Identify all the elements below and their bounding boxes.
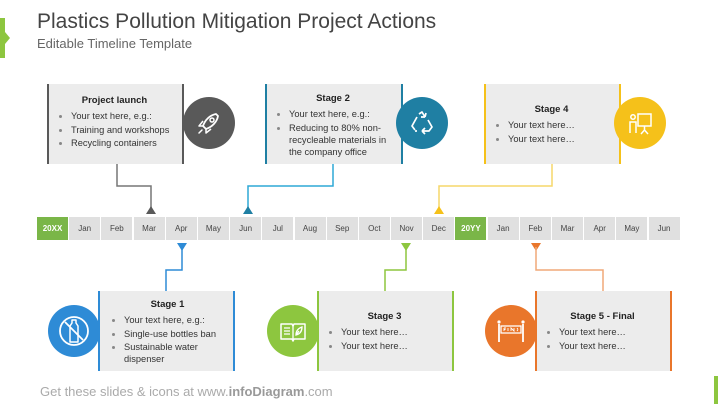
- stage-item: Your text here, e.g.:: [71, 110, 174, 124]
- stage-icon-circle-stage-4: [614, 97, 666, 149]
- timeline-month-cell: May: [197, 217, 229, 240]
- stage-item: Your text here…: [559, 340, 662, 354]
- timeline-month-cell: Mar: [552, 217, 583, 240]
- accent-bar-left: [0, 18, 10, 58]
- timeline-month-cell: Dec: [423, 217, 455, 240]
- stage-item: Your text here…: [508, 133, 611, 147]
- stage-title: Stage 5 - Final: [570, 311, 635, 322]
- timeline-bar: 20XX Jan Feb Mar Apr May Jun Jul Aug Sep…: [37, 217, 681, 240]
- slide-title: Plastics Pollution Mitigation Project Ac…: [37, 10, 437, 33]
- timeline-month-cell: Apr: [584, 217, 616, 240]
- recycle-icon: [411, 111, 433, 135]
- stage-card-stage-4: Stage 4 Your text here… Your text here…: [484, 84, 621, 164]
- timeline-month-cell: Nov: [391, 217, 423, 240]
- stage-item: Your text here…: [508, 119, 611, 133]
- stage-title: Stage 2: [316, 93, 350, 104]
- stage-item: Single-use bottles ban: [124, 328, 227, 342]
- stage-icon-circle-stage-3: [267, 305, 319, 357]
- timeline-month-cell: May: [616, 217, 648, 240]
- timeline-month-cell: Jul: [262, 217, 294, 240]
- timeline-year-cell: 20XX: [37, 217, 68, 240]
- stage-item: Your text here, e.g.:: [289, 108, 393, 122]
- timeline-month-cell: Sep: [326, 217, 358, 240]
- stage-icon-circle-stage-2: [396, 97, 448, 149]
- stage-item: Recycling containers: [71, 137, 174, 151]
- connector-stage-5: [535, 247, 604, 291]
- stage-icon-circle-project-launch: [183, 97, 235, 149]
- connector-project-launch: [116, 164, 152, 210]
- stage-card-stage-1: Stage 1 Your text here, e.g.: Single-use…: [98, 291, 235, 371]
- footer-credit: Get these slides & icons at www.infoDiag…: [40, 384, 333, 399]
- timeline-month-cell: Jun: [648, 217, 680, 240]
- timeline-month-cell: Jan: [69, 217, 101, 240]
- pointer-project-launch: [146, 206, 156, 214]
- connector-stage-3: [384, 247, 407, 291]
- connector-stage-1: [165, 247, 183, 291]
- stage-item: Sustainable water dispenser: [124, 341, 227, 365]
- finish-line-icon: [497, 320, 525, 342]
- footer-prefix: Get these slides & icons at www.: [40, 384, 229, 399]
- stage-title: Stage 3: [367, 311, 402, 322]
- stage-item: Your text here…: [559, 326, 662, 340]
- stage-card-project-launch: Project launch Your text here, e.g.: Tra…: [47, 84, 184, 164]
- stage-icon-circle-stage-5: [485, 305, 537, 357]
- timeline-month-cell: Apr: [165, 217, 197, 240]
- accent-bar-right: [714, 376, 718, 404]
- timeline-month-cell: Jan: [487, 217, 519, 240]
- presentation-icon: [629, 113, 652, 135]
- pointer-stage-4: [434, 206, 444, 214]
- timeline-month-cell: Mar: [133, 217, 165, 240]
- footer-brand: infoDiagram: [228, 384, 305, 399]
- timeline-month-cell: Feb: [519, 217, 551, 240]
- stage-item: Reducing to 80% non-recycleable material…: [289, 122, 393, 158]
- slide-subtitle: Editable Timeline Template: [37, 36, 193, 51]
- book-leaf-icon: [280, 323, 306, 342]
- stage-title: Stage 1: [150, 299, 185, 310]
- stage-card-stage-3: Stage 3 Your text here… Your text here…: [317, 291, 454, 371]
- stage-title: Project launch: [81, 95, 148, 106]
- timeline-month-cell: Jun: [230, 217, 262, 240]
- stage-icon-circle-stage-1: [48, 305, 100, 357]
- timeline-year-cell: 20YY: [455, 217, 487, 240]
- footer-suffix: .com: [304, 384, 333, 399]
- connector-stage-4: [438, 164, 553, 210]
- stage-card-stage-5: Stage 5 - Final Your text here… Your tex…: [535, 291, 672, 371]
- timeline-month-cell: Aug: [294, 217, 326, 240]
- stage-item: Training and workshops: [71, 124, 174, 138]
- connector-stage-2: [247, 164, 334, 210]
- rocket-icon: [198, 113, 219, 134]
- timeline-month-cell: Feb: [101, 217, 133, 240]
- stage-card-stage-2: Stage 2 Your text here, e.g.: Reducing t…: [265, 84, 403, 164]
- stage-title: Stage 4: [534, 104, 569, 115]
- no-plastic-bottle-icon: [59, 316, 89, 346]
- pointer-stage-2: [243, 206, 253, 214]
- stage-item: Your text here…: [341, 326, 444, 340]
- stage-item: Your text here…: [341, 340, 444, 354]
- stage-item: Your text here, e.g.:: [124, 314, 227, 328]
- timeline-month-cell: Oct: [358, 217, 390, 240]
